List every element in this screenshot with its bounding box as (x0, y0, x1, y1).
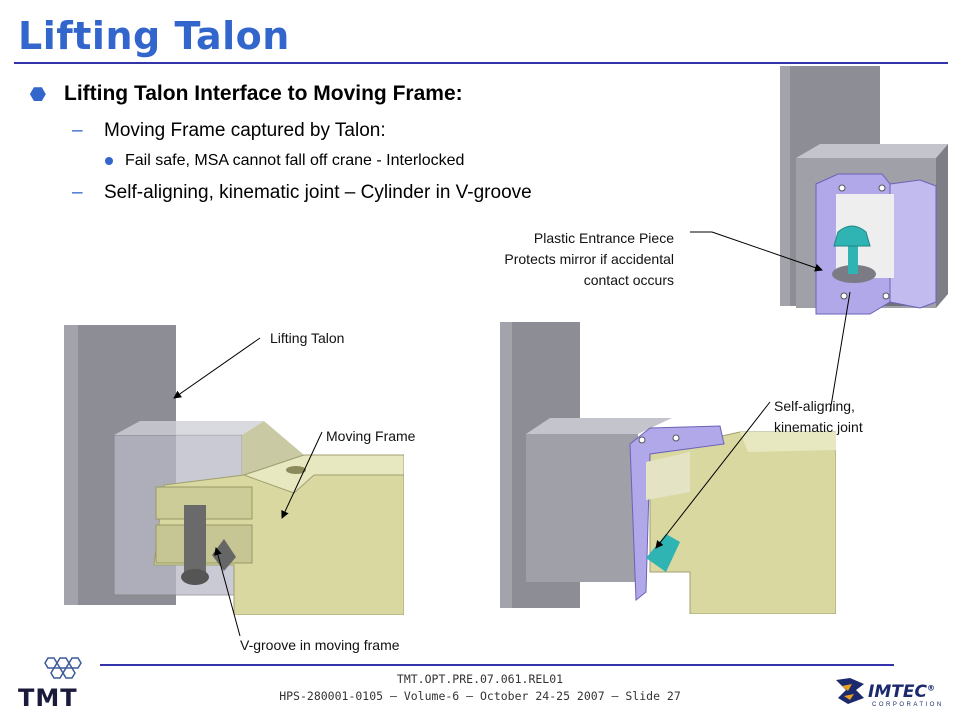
label-line: Self-aligning, (774, 398, 855, 414)
talon-closeup-illustration (780, 66, 948, 315)
moving-frame-label: Moving Frame (326, 428, 416, 444)
dot-bullet-icon (105, 157, 113, 165)
bullet-level-1: ⬣ Lifting Talon Interface to Moving Fram… (30, 82, 463, 106)
bullet-text: Self-aligning, kinematic joint – Cylinde… (104, 182, 532, 203)
bullet-level-3: Fail safe, MSA cannot fall off crane - I… (105, 152, 464, 170)
label-line: Protects mirror if accidental (504, 251, 674, 267)
bullet-level-2: – Self-aligning, kinematic joint – Cylin… (72, 182, 532, 204)
tmt-logo-text: TMT (18, 684, 78, 712)
bullet-text: Lifting Talon Interface to Moving Frame: (64, 82, 463, 105)
dash-bullet-icon: – (72, 120, 83, 141)
footer-rule (100, 664, 894, 666)
talon-head (526, 434, 638, 582)
cylinder-pin (184, 505, 206, 575)
imtec-logo-text: IMTEC® (868, 682, 935, 702)
plastic-entrance-label: Plastic Entrance Piece Protects mirror i… (430, 228, 674, 291)
label-line: kinematic joint (774, 419, 863, 435)
imtec-logo-icon (836, 678, 864, 704)
registered-mark: ® (926, 683, 935, 693)
talon-frame-illustration-left (64, 325, 404, 615)
bullet-text: Moving Frame captured by Talon: (104, 120, 386, 141)
self-aligning-label: Self-aligning, kinematic joint (774, 396, 863, 438)
bullet-level-2: – Moving Frame captured by Talon: (72, 120, 386, 142)
dash-bullet-icon: – (72, 182, 83, 203)
tmt-logo-icon (44, 657, 82, 679)
label-line: contact occurs (583, 272, 674, 288)
bullet-text: Fail safe, MSA cannot fall off crane - I… (125, 152, 465, 169)
imtec-name: IMTEC (868, 682, 927, 702)
title-rule (14, 62, 948, 64)
slide-title: Lifting Talon (18, 14, 290, 58)
footer-slide-info: HPS-280001-0105 – Volume-6 – October 24-… (279, 689, 681, 703)
label-line: Plastic Entrance Piece (533, 230, 674, 246)
hexagon-bullet-icon: ⬣ (30, 83, 46, 104)
plastic-entrance-piece (629, 425, 725, 602)
lifting-talon-label: Lifting Talon (270, 330, 345, 346)
cylinder-pin (646, 534, 680, 572)
cylinder-pin (848, 244, 858, 274)
vgroove-label: V-groove in moving frame (240, 637, 400, 653)
footer-doc-id: TMT.OPT.PRE.07.061.REL01 (396, 672, 564, 686)
imtec-logo-subtext: CORPORATION (872, 702, 944, 708)
talon-frame-illustration-right (500, 322, 836, 614)
